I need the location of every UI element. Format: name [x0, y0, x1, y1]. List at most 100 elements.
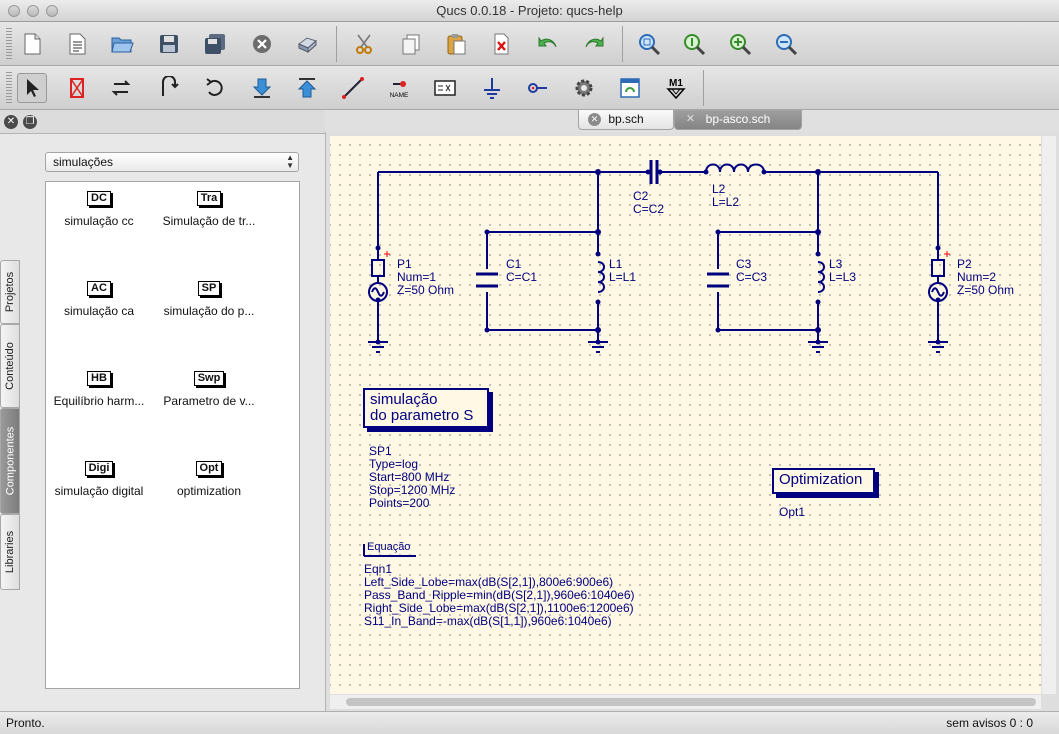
p1-num[interactable]: Num=1	[397, 270, 437, 284]
dock-float-icon[interactable]: ❐	[23, 115, 37, 129]
ground-button[interactable]	[477, 73, 507, 103]
c3-value[interactable]: C=C3	[736, 270, 768, 284]
new-text-button[interactable]	[62, 29, 92, 59]
equation-header[interactable]: Equação	[367, 541, 411, 553]
name-label-text: NAME	[390, 92, 409, 99]
cut-button[interactable]	[350, 29, 380, 59]
simulate-button[interactable]	[569, 73, 599, 103]
tab-close-icon[interactable]: ✕	[685, 113, 696, 125]
close-file-button[interactable]	[247, 29, 277, 59]
l2-value[interactable]: L=L2	[712, 195, 740, 209]
delete-icon	[494, 33, 509, 55]
l1-value[interactable]: L=L1	[609, 270, 637, 284]
p2-name[interactable]: P2	[957, 257, 972, 271]
paste-button[interactable]	[441, 29, 471, 59]
new-text-icon	[69, 33, 86, 55]
tab-bp-asco-sch[interactable]: ✕ bp-asco.sch	[674, 110, 802, 130]
print-button[interactable]	[292, 29, 322, 59]
l2-name[interactable]: L2	[712, 182, 726, 196]
enter-subcircuit-button[interactable]	[247, 73, 277, 103]
c1-value[interactable]: C=C1	[506, 270, 538, 284]
select-button[interactable]	[17, 73, 47, 103]
sp1-type[interactable]: Type=log	[369, 457, 419, 471]
component-ac-simulation[interactable]: AC simulação ca	[63, 281, 135, 318]
component-sparam-simulation[interactable]: SP simulação do p...	[163, 281, 255, 318]
p1-z[interactable]: Z=50 Ohm	[397, 283, 455, 297]
redo-button[interactable]	[579, 29, 609, 59]
component-transient-simulation[interactable]: Tra Simulação de tr...	[162, 191, 256, 228]
dpl-button[interactable]	[615, 73, 645, 103]
zoom-out-button[interactable]	[771, 29, 801, 59]
schematic-canvas[interactable]: P1 Num=1 Z=50 Ohm C1 C=C1 L1 L=L1 C2 C=C…	[330, 136, 1041, 694]
l1-name[interactable]: L1	[609, 257, 623, 271]
c3-name[interactable]: C3	[736, 257, 752, 271]
scrollbar-thumb[interactable]	[346, 698, 1036, 706]
equation-line[interactable]: Right_Side_Lobe=max(dB(S[2,1]),1100e6:12…	[364, 601, 634, 615]
category-select[interactable]: simulações ▲▼	[45, 152, 299, 172]
save-button[interactable]	[154, 29, 184, 59]
tab-libraries[interactable]: Libraries	[0, 514, 20, 590]
zoom-one-button[interactable]	[679, 29, 709, 59]
dock-close-icon[interactable]: ✕	[4, 115, 18, 129]
port-button[interactable]	[522, 73, 552, 103]
zoom-in-button[interactable]	[725, 29, 755, 59]
delete-button[interactable]	[486, 29, 516, 59]
sp1-points[interactable]: Points=200	[369, 496, 430, 510]
toolbar-grip[interactable]	[6, 28, 12, 60]
p2-num[interactable]: Num=2	[957, 270, 997, 284]
tab-bp-sch[interactable]: ✕ bp.sch	[578, 110, 674, 130]
component-digital-simulation[interactable]: Digi simulação digital	[54, 461, 144, 498]
l3-name[interactable]: L3	[829, 257, 843, 271]
opt1-name[interactable]: Opt1	[779, 505, 806, 519]
optimization-block[interactable]: Optimization	[772, 468, 875, 494]
toolbar-separator	[336, 26, 337, 62]
c2-name[interactable]: C2	[633, 189, 649, 203]
toolbar-grip[interactable]	[6, 72, 12, 104]
sp1-name[interactable]: SP1	[369, 444, 392, 458]
component-optimization[interactable]: Opt optimization	[176, 461, 242, 498]
component-parameter-sweep[interactable]: Swp Parametro de v...	[163, 371, 255, 408]
mirror-x-button[interactable]	[107, 73, 137, 103]
horizontal-scrollbar[interactable]	[330, 695, 1041, 709]
save-all-button[interactable]	[200, 29, 230, 59]
equation-line[interactable]: Pass_Band_Ripple=min(dB(S[2,1]),960e6:10…	[364, 588, 635, 602]
equation-line[interactable]: Left_Side_Lobe=max(dB(S[2,1]),800e6:900e…	[364, 575, 614, 589]
tab-projetos[interactable]: Projetos	[0, 260, 20, 324]
eqn1-name[interactable]: Eqn1	[364, 562, 393, 576]
cut-icon	[356, 34, 372, 54]
tab-close-icon[interactable]: ✕	[588, 113, 601, 126]
deactivate-button[interactable]	[62, 73, 92, 103]
open-button[interactable]	[107, 29, 137, 59]
sp1-stop[interactable]: Stop=1200 MHz	[369, 483, 456, 497]
sparam-simulation-block[interactable]: simulação do parametro S	[363, 388, 489, 428]
copy-button[interactable]	[396, 29, 426, 59]
status-bar: Pronto. sem avisos 0 : 0	[0, 711, 1059, 734]
component-harmonic-balance[interactable]: HB Equilíbrio harm...	[53, 371, 145, 408]
new-file-button[interactable]	[17, 29, 47, 59]
tab-componentes[interactable]: Componentes	[0, 408, 20, 514]
l3-value[interactable]: L=L3	[829, 270, 857, 284]
mirror-y-button[interactable]	[154, 73, 184, 103]
tab-conteudo[interactable]: Conteúdo	[0, 324, 20, 408]
c1-name[interactable]: C1	[506, 257, 522, 271]
window-title: Qucs 0.0.18 - Projeto: qucs-help	[436, 3, 623, 18]
wire-button[interactable]	[338, 73, 368, 103]
p1-name[interactable]: P1	[397, 257, 412, 271]
minimize-window-button[interactable]	[27, 5, 39, 17]
undo-button[interactable]	[533, 29, 563, 59]
vertical-scrollbar[interactable]	[1042, 136, 1056, 694]
marker-button[interactable]: M1	[661, 73, 691, 103]
component-list[interactable]: DC simulação cc Tra Simulação de tr... A…	[45, 181, 300, 689]
c2-value[interactable]: C=C2	[633, 202, 665, 216]
zoom-fit-button[interactable]	[634, 29, 664, 59]
component-dc-simulation[interactable]: DC simulação cc	[64, 191, 134, 228]
sp1-start[interactable]: Start=800 MHz	[369, 470, 450, 484]
rotate-button[interactable]	[200, 73, 230, 103]
label-button[interactable]: NAME	[384, 73, 414, 103]
equation-line[interactable]: S11_In_Band=-max(dB(S[1,1]),960e6:1040e6…	[364, 614, 612, 628]
close-window-button[interactable]	[8, 5, 20, 17]
p2-z[interactable]: Z=50 Ohm	[957, 283, 1015, 297]
exit-subcircuit-button[interactable]	[292, 73, 322, 103]
equation-button[interactable]	[430, 73, 460, 103]
zoom-window-button[interactable]	[46, 5, 58, 17]
